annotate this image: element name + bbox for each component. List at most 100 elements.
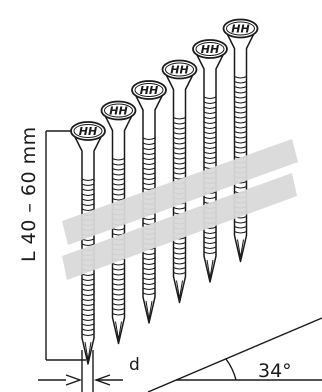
nail-ring-groove <box>142 292 156 295</box>
nail-ring-groove <box>81 313 95 316</box>
nail-ring-groove <box>142 157 156 160</box>
nail-ring-groove <box>112 228 125 231</box>
nail-ring-groove <box>173 152 186 155</box>
nail-ring-groove <box>234 186 247 189</box>
nail-ring-groove <box>173 172 186 175</box>
nail-head <box>100 100 137 121</box>
nail-head-rim <box>165 62 194 77</box>
nail-ring-groove <box>203 151 217 154</box>
nail-ring-groove <box>234 141 247 144</box>
nail-ring-groove <box>173 247 186 250</box>
nail-ring-groove <box>173 157 186 160</box>
nail-ring-groove <box>142 147 156 150</box>
head-marking-logo: HH <box>201 43 219 56</box>
nail-ring-groove <box>173 127 186 130</box>
nail-ring-groove <box>173 147 186 150</box>
nail-ring-groove <box>81 323 95 326</box>
nail-ring-groove <box>112 313 125 316</box>
nail-tip <box>115 321 122 340</box>
nail-ring-groove <box>234 86 247 89</box>
diameter-dimension <box>38 350 123 392</box>
nail-ring-groove <box>112 168 125 171</box>
nail-ring-groove <box>234 106 247 109</box>
nail-ring-groove <box>173 262 186 265</box>
nail-ring-groove <box>112 193 125 196</box>
head-marking-logo: HH <box>79 125 97 138</box>
nail-ring-groove <box>203 161 217 164</box>
nail-ring-groove <box>234 101 247 104</box>
nail-ring-groove <box>81 283 95 286</box>
nail-ring-groove <box>173 117 186 120</box>
nail-ring-groove <box>112 308 125 311</box>
angle-indicator <box>147 317 322 392</box>
nail-ring-groove <box>142 182 156 185</box>
nail-shank <box>194 50 226 283</box>
nail-ring-groove <box>234 121 247 124</box>
nail-ring-groove <box>203 236 217 239</box>
nail-ring-groove <box>234 111 247 114</box>
nail-ring-groove <box>112 298 125 301</box>
nail-ring-groove <box>203 231 217 234</box>
nail-ring-groove <box>142 177 156 180</box>
nail-ring-groove <box>203 96 217 99</box>
nail-ring-groove <box>112 178 125 181</box>
head-marking-logo: HH <box>140 84 158 97</box>
nail-ring-groove <box>234 81 247 84</box>
nail-ring-groove <box>142 162 156 165</box>
nail-ring-groove <box>234 226 247 229</box>
angle-label: 34° <box>258 360 292 382</box>
nail-head-rim <box>195 42 225 56</box>
nail-ring-groove <box>142 272 156 275</box>
nail-ring-groove <box>142 267 156 270</box>
nail-ring-groove <box>203 106 217 109</box>
nail-ring-groove <box>173 137 186 140</box>
nail-ring-groove <box>173 252 186 255</box>
nail-ring-groove <box>234 91 247 94</box>
nail-tip <box>176 280 183 299</box>
nail-6: HH <box>222 18 259 263</box>
nail-ring-groove <box>81 203 95 206</box>
nail-ring-groove <box>203 241 217 244</box>
nail-ring-groove <box>203 251 217 254</box>
nail-ring-groove <box>81 328 95 331</box>
nail-ring-groove <box>81 243 95 246</box>
nail-ring-groove <box>173 162 186 165</box>
nail-ring-groove <box>142 217 156 220</box>
nail-ring-groove <box>234 136 247 139</box>
nail-ring-groove <box>234 231 247 234</box>
nail-shank <box>102 112 135 345</box>
nail-ring-groove <box>81 308 95 311</box>
nail-ring-groove <box>81 188 95 191</box>
nail-ring-groove <box>81 298 95 301</box>
nail-ring-groove <box>173 132 186 135</box>
nail-ring-groove <box>81 293 95 296</box>
nail-ring-groove <box>173 167 186 170</box>
nail-ring-groove <box>142 142 156 145</box>
nail-ring-groove <box>234 96 247 99</box>
nail-5: HH <box>192 39 228 283</box>
nail-ring-groove <box>234 151 247 154</box>
nail-ring-groove <box>173 207 186 210</box>
nail-ring-groove <box>173 242 186 245</box>
nail-ring-groove <box>112 183 125 186</box>
nail-ring-groove <box>112 303 125 306</box>
nail-ring-groove <box>203 246 217 249</box>
nail-tip <box>206 259 214 279</box>
nail-ring-groove <box>112 188 125 191</box>
nail-head <box>161 59 198 80</box>
nail-head <box>131 80 167 100</box>
collation-strip-lower <box>62 173 297 280</box>
nail-shank <box>224 30 257 263</box>
nail-ring-groove <box>203 156 217 159</box>
nail-ring-groove <box>203 111 217 114</box>
head-marking-logo: HH <box>109 105 127 118</box>
nail-tip <box>84 341 92 361</box>
nail-ring-groove <box>112 263 125 266</box>
nail-ring-groove <box>142 152 156 155</box>
nail-head <box>192 39 228 59</box>
nail-ring-groove <box>81 183 95 186</box>
nail-ring-groove <box>234 126 247 129</box>
nail-ring-groove <box>142 172 156 175</box>
nail-ring-groove <box>81 333 95 336</box>
nail-ring-groove <box>112 293 125 296</box>
